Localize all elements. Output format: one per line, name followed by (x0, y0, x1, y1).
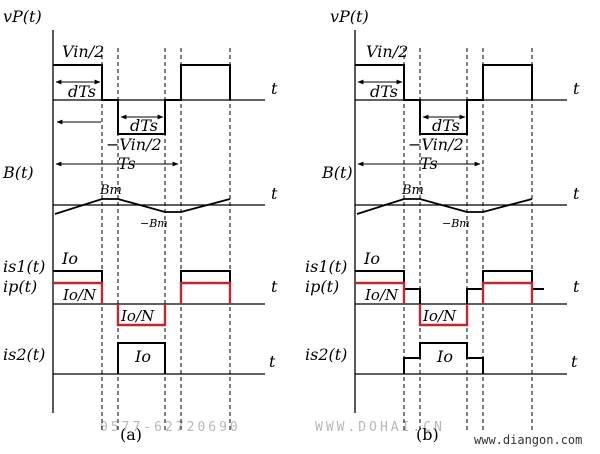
is2-waveform (117, 342, 166, 374)
vp-waveform (53, 64, 231, 135)
is1-label: is1(t) (3, 257, 45, 276)
bt-label: B(t) (321, 163, 353, 182)
panel-b-labels: vP(t) Vin/2 dTs t dTs −Vin/2 Ts B(t) t B… (305, 7, 580, 444)
dts-label-2: dTs (130, 116, 158, 135)
t-label-1: t (271, 79, 278, 98)
bm-label: Bm (401, 183, 424, 198)
ip-waveform (53, 281, 232, 327)
dts-label-2: dTs (432, 116, 460, 135)
b-waveform (356, 198, 533, 215)
io-n-label-1: Io/N (364, 286, 399, 304)
ip-label: ip(t) (3, 277, 37, 296)
bt-label: B(t) (2, 163, 34, 182)
phone-watermark: 0577-62720690 (100, 420, 241, 435)
vp-label: vP(t) (330, 7, 369, 26)
vin-half-label: Vin/2 (62, 42, 104, 61)
ip-waveform (355, 281, 534, 327)
neg-vin-half-label: −Vin/2 (408, 135, 464, 154)
dts-label-1: dTs (68, 82, 96, 101)
site-watermark: WWW.DOHAI.CN (315, 420, 445, 435)
io-label-bottom: Io (134, 347, 151, 366)
io-n-label-2: Io/N (422, 307, 457, 325)
neg-bm-label: −Bm (442, 217, 470, 230)
t-label-3: t (271, 277, 278, 296)
vp-label: vP(t) (3, 7, 42, 26)
t-label-2: t (271, 184, 278, 203)
neg-bm-label: −Bm (140, 217, 168, 230)
is2-label: is2(t) (3, 345, 45, 364)
dts-label-1: dTs (370, 82, 398, 101)
ts-label: Ts (118, 154, 136, 173)
t-label-2: t (573, 184, 580, 203)
io-label-top: Io (363, 249, 380, 268)
is1-waveform-2 (180, 270, 231, 304)
t-label-4: t (571, 352, 578, 371)
is1-label: is1(t) (305, 257, 347, 276)
io-label-bottom: Io (436, 347, 453, 366)
caption-a: (a) (120, 425, 142, 444)
panel-a (52, 30, 265, 430)
url-watermark: www.diangon.com (474, 433, 582, 447)
io-n-label-1: Io/N (62, 286, 97, 304)
ts-label: Ts (420, 154, 438, 173)
io-n-label-2: Io/N (120, 307, 155, 325)
t-label-3: t (573, 277, 580, 296)
ip-label: ip(t) (305, 277, 339, 296)
neg-vin-half-label: −Vin/2 (106, 135, 162, 154)
panel-a-labels: vP(t) Vin/2 dTs t dTs −Vin/2 Ts B(t) t B… (2, 7, 278, 444)
bm-label: Bm (99, 183, 122, 198)
t-label-4: t (269, 352, 276, 371)
is2-label: is2(t) (305, 345, 347, 364)
io-label-top: Io (61, 249, 78, 268)
vin-half-label: Vin/2 (366, 42, 408, 61)
b-waveform (54, 198, 231, 215)
vp-waveform (355, 64, 533, 135)
panel-b (354, 30, 567, 430)
is2-waveform (403, 342, 484, 374)
t-label-1: t (573, 79, 580, 98)
caption-b: (b) (416, 425, 439, 444)
